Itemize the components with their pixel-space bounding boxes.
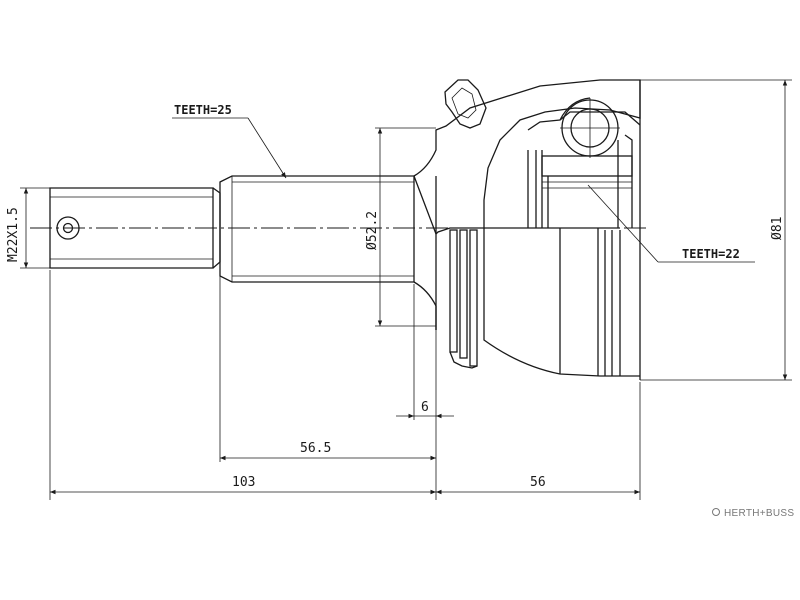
dim-103-label: 103 [232,475,255,490]
dim-6-label: 6 [421,400,429,415]
leader-teeth-outer: TEETH=25 [172,103,287,179]
housing-section [413,79,641,330]
dim-diam-housing: Ø81 [640,79,792,381]
groove-rings [449,229,478,369]
dim-diam-shaft: Ø52.2 [365,127,436,327]
teeth-inner-label: TEETH=22 [682,247,740,261]
dim-103-56: 103 56 [50,475,640,495]
teeth-outer-label: TEETH=25 [174,103,232,117]
extension-lines [49,270,641,500]
dim-56-5: 56.5 [220,441,436,461]
brand-logo: HERTH+BUSS [712,508,794,519]
leader-teeth-inner: TEETH=22 [587,184,755,263]
thread-label: M22X1.5 [6,207,21,262]
dim-thread: M22X1.5 [6,187,50,269]
dim-56-5-label: 56.5 [300,441,331,456]
inner-race [527,97,641,228]
diam-housing-label: Ø81 [770,217,785,240]
splined-shaft [219,175,415,283]
diam-shaft-label: Ø52.2 [365,211,380,250]
dim-6: 6 [396,400,454,419]
dim-56-label: 56 [530,475,546,490]
brand-name: HERTH+BUSS [724,508,794,519]
